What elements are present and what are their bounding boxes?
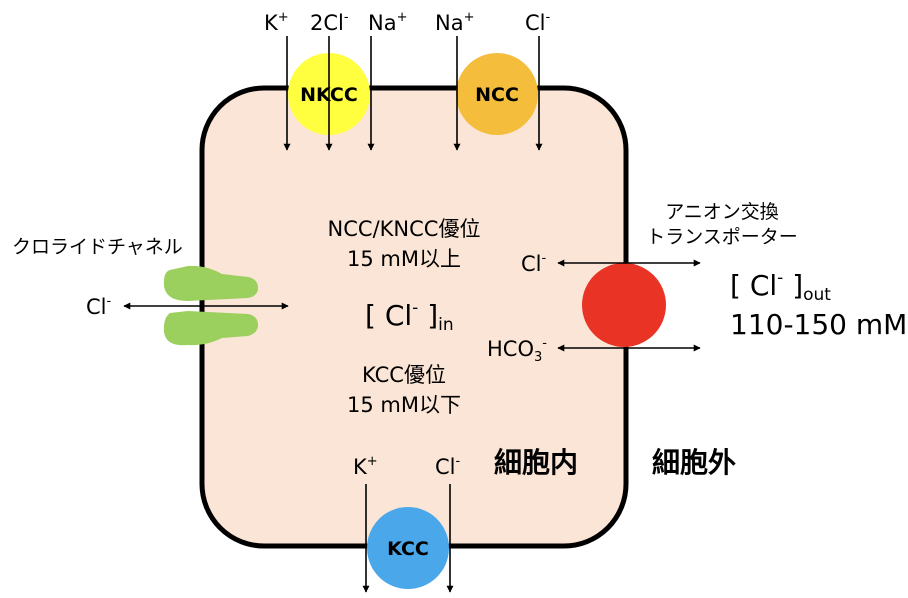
label-cl-in: [ Cl- ]in [365, 298, 454, 335]
ncc-transporter: NCC [456, 53, 538, 135]
label-kcc-concentration: 15 mM以下 [347, 393, 461, 417]
label-extracellular: 細胞外 [652, 446, 736, 479]
channel-upper-lobe [163, 265, 258, 301]
label-exchanger-hco3: HCO3- [487, 336, 547, 365]
ncc-circle [456, 53, 538, 135]
label-nkcc-cl: 2Cl- [310, 10, 349, 35]
label-kcc-k: K+ [353, 454, 378, 479]
label-channel-name: クロライドチャネル [12, 236, 183, 258]
label-kcc-cl: Cl- [435, 454, 461, 479]
label-exchanger-name-1: アニオン交換 [665, 201, 779, 223]
label-ncc-na: Na+ [435, 10, 474, 35]
label-exchanger-name-2: トランスポーター [646, 226, 798, 248]
label-ncc-dominant: NCC/KNCC優位 [328, 217, 481, 241]
label-intracellular: 細胞内 [494, 446, 578, 479]
chloride-channel [163, 265, 258, 346]
kcc-circle [367, 507, 449, 589]
kcc-transporter: KCC [367, 507, 449, 589]
label-ncc-cl: Cl- [525, 10, 551, 35]
ncc-label: NCC [475, 84, 519, 106]
label-cl-out: [ Cl- ]out [730, 268, 831, 305]
anion-exchanger-circle [582, 263, 666, 347]
label-ncc-concentration: 15 mM以上 [347, 247, 461, 271]
kcc-label: KCC [387, 538, 429, 560]
channel-lower-lobe [163, 311, 258, 346]
label-kcc-dominant: KCC優位 [362, 363, 446, 387]
label-exchanger-cl: Cl- [521, 251, 547, 276]
label-cl-out-range: 110-150 mM [730, 308, 907, 341]
label-channel-cl: Cl- [86, 294, 112, 319]
label-nkcc-na: Na+ [368, 10, 407, 35]
label-nkcc-k: K+ [264, 10, 289, 35]
